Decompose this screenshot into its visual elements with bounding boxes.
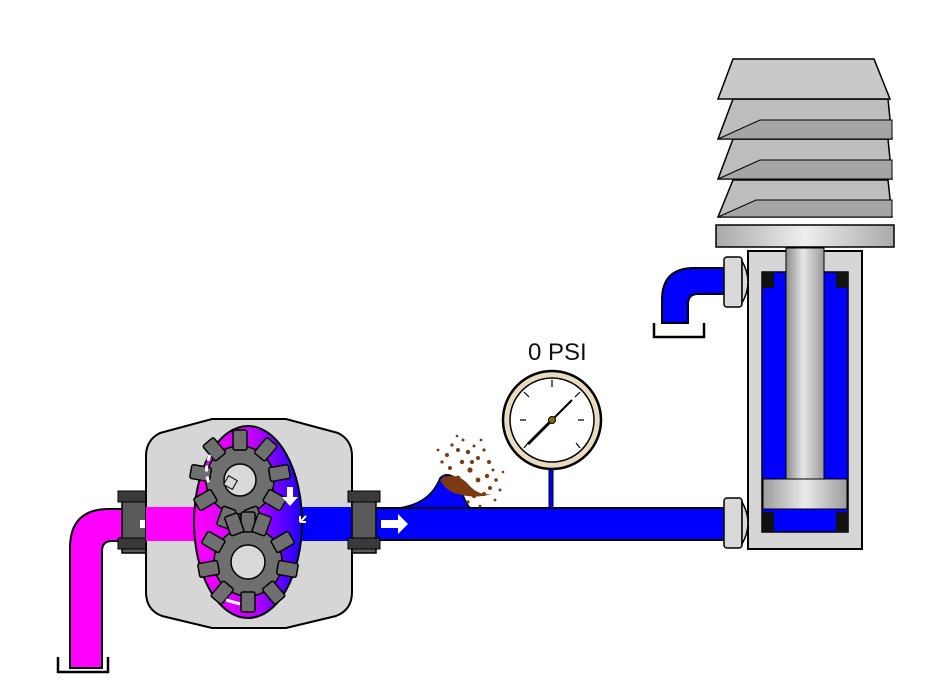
return-pipe	[661, 267, 727, 324]
flow-arrow-icon	[299, 515, 307, 523]
flow-arrow-icon	[381, 514, 408, 534]
return-reservoir-icon	[652, 323, 706, 339]
bottom-port-fitting	[723, 497, 749, 549]
stacked-weights	[715, 58, 895, 248]
lower-gear-icon	[196, 511, 300, 613]
gear-pump	[145, 418, 354, 629]
leak-spray	[436, 434, 505, 508]
hydraulic-cylinder	[723, 247, 863, 550]
piston-rod	[785, 247, 825, 481]
gauge-needle-icon	[526, 418, 554, 446]
suction-reservoir-icon	[56, 657, 110, 674]
upper-gear-icon	[188, 429, 292, 531]
piston	[762, 478, 848, 510]
gauge-reading-label: 0 PSI	[528, 339, 587, 366]
pressure-gauge: 0 PSI	[501, 339, 603, 471]
pressure-pipe	[299, 467, 727, 554]
top-port-fitting	[723, 256, 749, 308]
